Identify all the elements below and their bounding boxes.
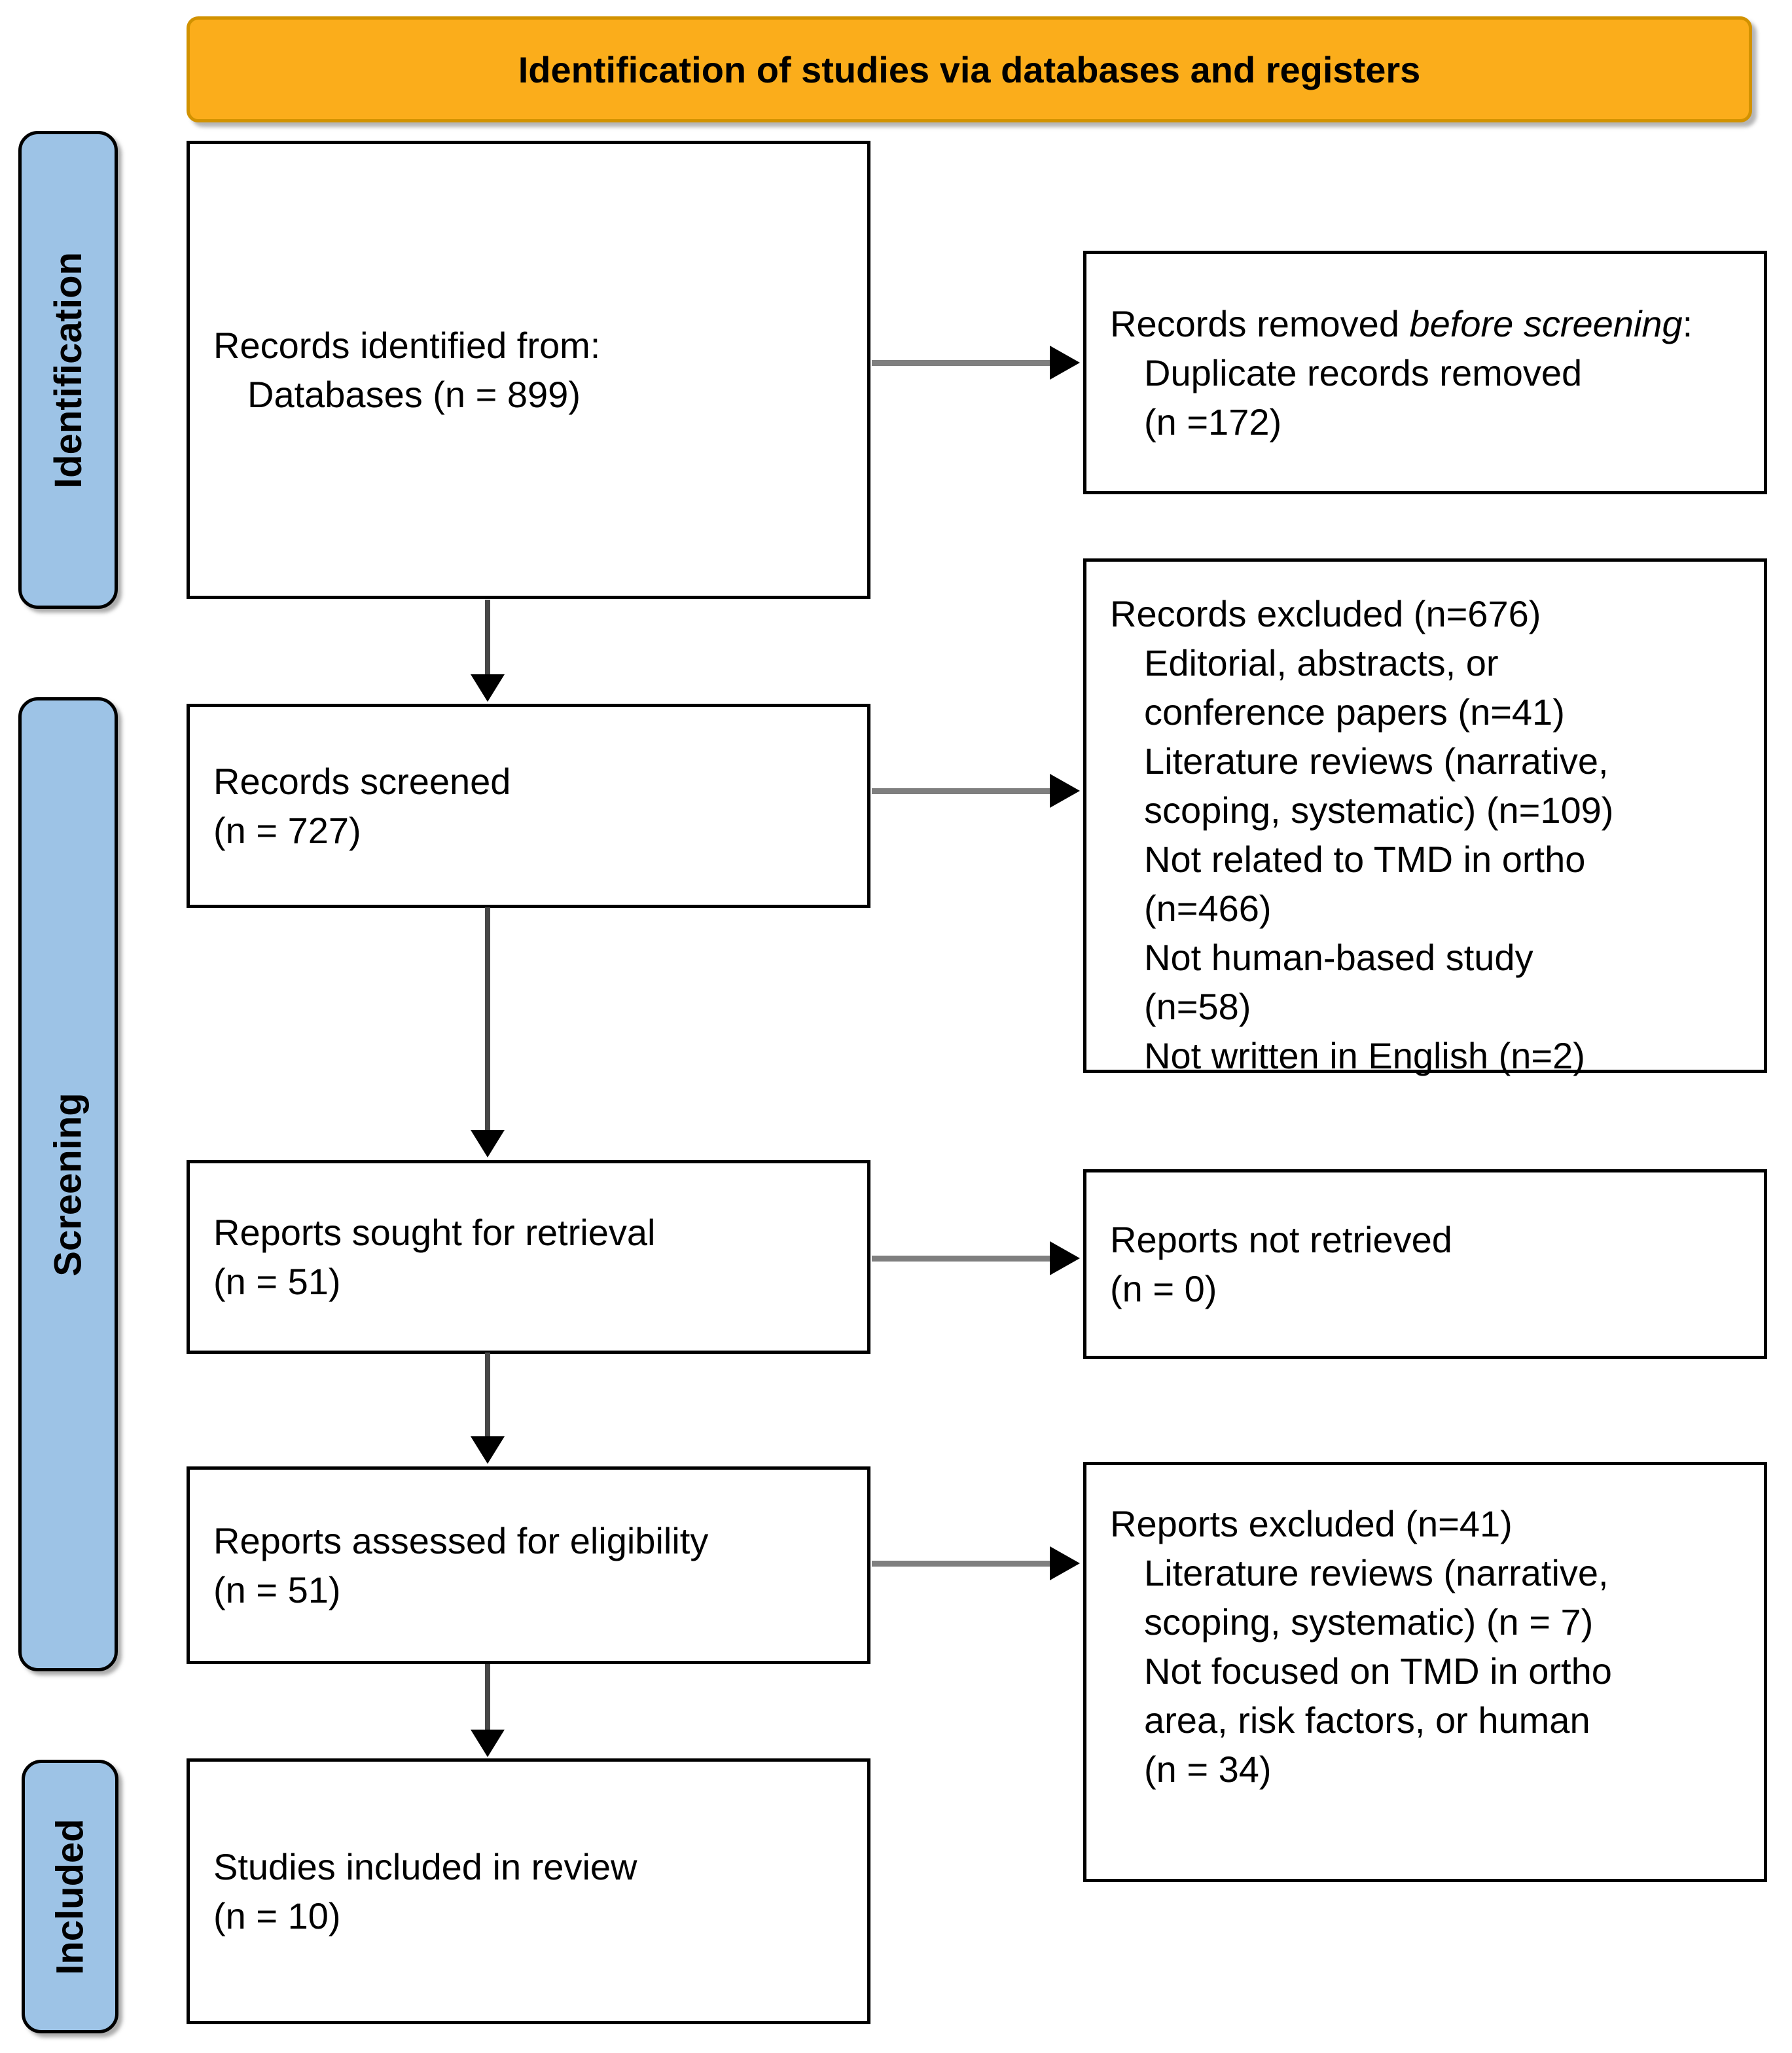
box-reports-not-retrieved: Reports not retrieved (n = 0) — [1083, 1169, 1767, 1359]
box-studies-included: Studies included in review (n = 10) — [187, 1758, 870, 2024]
arrow-shaft — [872, 1256, 1051, 1262]
reports-sought-text: Reports sought for retrieval (n = 51) — [213, 1212, 656, 1302]
reports-excluded-item: Not focused on TMD in ortho area, risk f… — [1144, 1650, 1612, 1790]
stage-label-included: Included — [22, 1760, 118, 2033]
arrow-head-down-icon — [471, 1436, 505, 1464]
box-reports-assessed: Reports assessed for eligibility (n = 51… — [187, 1466, 870, 1664]
arrow-screened-to-excluded — [872, 774, 1080, 808]
box-records-identified: Records identified from: Databases (n = … — [187, 141, 870, 599]
records-excluded-title: Records excluded (n=676) — [1110, 593, 1541, 634]
stage-label-screening: Screening — [18, 697, 118, 1671]
box-reports-excluded: Reports excluded (n=41) Literature revie… — [1083, 1462, 1767, 1882]
arrow-identified-to-screened — [471, 600, 505, 702]
studies-included-text: Studies included in review (n = 10) — [213, 1846, 637, 1936]
arrow-head-down-icon — [471, 1730, 505, 1757]
arrow-assessed-to-included — [471, 1664, 505, 1757]
records-removed-title-italic: before screening — [1409, 302, 1683, 344]
records-identified-line2: Databases (n = 899) — [247, 374, 581, 415]
records-removed-item: Duplicate records removed (n =172) — [1144, 352, 1583, 443]
arrow-shaft — [872, 1561, 1051, 1567]
records-excluded-item: Not related to TMD in ortho (n=466) — [1144, 839, 1586, 929]
records-excluded-item: Literature reviews (narrative, scoping, … — [1144, 740, 1614, 831]
arrow-shaft — [872, 788, 1051, 794]
reports-assessed-text: Reports assessed for eligibility (n = 51… — [213, 1520, 709, 1610]
reports-excluded-item: Literature reviews (narrative, scoping, … — [1144, 1552, 1609, 1643]
records-excluded-item: Not written in English (n=2) — [1144, 1035, 1585, 1076]
records-removed-title-colon: : — [1682, 302, 1693, 344]
header-title: Identification of studies via databases … — [518, 48, 1421, 90]
arrow-shaft — [485, 600, 490, 677]
header-banner: Identification of studies via databases … — [187, 16, 1752, 122]
box-records-removed: Records removed before screening: Duplic… — [1083, 251, 1767, 494]
arrow-shaft — [485, 1353, 490, 1439]
arrow-assessed-to-excluded — [872, 1546, 1080, 1580]
arrow-shaft — [485, 907, 490, 1133]
records-excluded-item: Editorial, abstracts, or conference pape… — [1144, 642, 1565, 733]
arrow-head-right-icon — [1050, 346, 1080, 380]
arrow-sought-to-not-retrieved — [872, 1241, 1080, 1275]
records-removed-title-regular: Records removed — [1110, 302, 1410, 344]
arrow-sought-to-assessed — [471, 1353, 505, 1464]
stage-label-screening-text: Screening — [46, 1092, 90, 1277]
arrow-head-right-icon — [1050, 774, 1080, 808]
stage-label-identification-text: Identification — [46, 251, 90, 488]
arrow-head-down-icon — [471, 674, 505, 702]
arrow-head-down-icon — [471, 1130, 505, 1157]
arrow-shaft — [872, 360, 1051, 366]
stage-label-included-text: Included — [48, 1818, 92, 1975]
records-screened-text: Records screened (n = 727) — [213, 761, 511, 851]
arrow-shaft — [485, 1664, 490, 1732]
arrow-screened-to-sought — [471, 907, 505, 1157]
stage-label-identification: Identification — [18, 131, 118, 609]
reports-not-retrieved-text: Reports not retrieved (n = 0) — [1110, 1219, 1452, 1309]
box-reports-sought: Reports sought for retrieval (n = 51) — [187, 1160, 870, 1354]
reports-excluded-title: Reports excluded (n=41) — [1110, 1503, 1513, 1544]
arrow-head-right-icon — [1050, 1546, 1080, 1580]
records-excluded-item: Not human-based study (n=58) — [1144, 937, 1533, 1027]
records-identified-line1: Records identified from: — [213, 325, 601, 366]
records-removed-title: Records removed before screening: — [1110, 299, 1748, 348]
box-records-screened: Records screened (n = 727) — [187, 704, 870, 908]
arrow-identified-to-removed — [872, 346, 1080, 380]
box-records-excluded: Records excluded (n=676) Editorial, abst… — [1083, 558, 1767, 1076]
arrow-head-right-icon — [1050, 1241, 1080, 1275]
